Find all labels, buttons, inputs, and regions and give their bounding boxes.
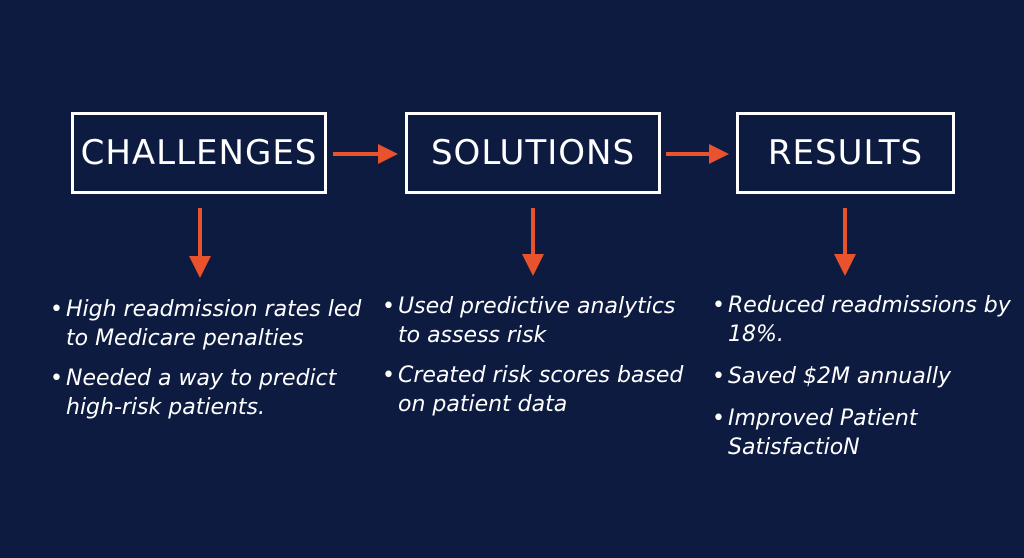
results-list: • Reduced readmissions by 18%. • Saved $…	[712, 291, 1012, 475]
bullet-dot: •	[382, 363, 395, 388]
list-item: • Improved Patient SatisfactioN	[712, 404, 1012, 462]
arrow-results-down	[834, 208, 856, 276]
arrow-challenges-down	[189, 208, 211, 278]
list-item: • Needed a way to predict high-risk pati…	[50, 364, 370, 422]
arrow-solutions-to-results	[666, 144, 729, 164]
list-item: • Reduced readmissions by 18%.	[712, 291, 1012, 349]
solutions-title: SOLUTIONS	[430, 133, 636, 173]
list-item: • Used predictive analytics to assess ri…	[382, 292, 702, 350]
arrow-solutions-down	[522, 208, 544, 276]
results-box: RESULTS	[736, 112, 955, 194]
challenges-list: • High readmission rates led to Medicare…	[50, 295, 370, 433]
challenges-box: CHALLENGES	[71, 112, 327, 194]
list-item: • Saved $2M annually	[712, 362, 1012, 391]
list-item: • Created risk scores based on patient d…	[382, 361, 702, 419]
bullet-text: Saved $2M annually	[728, 364, 951, 389]
results-title: RESULTS	[767, 133, 924, 173]
list-item: • High readmission rates led to Medicare…	[50, 295, 370, 353]
bullet-text: Used predictive analytics to assess risk	[398, 294, 676, 348]
bullet-text: Created risk scores based on patient dat…	[398, 363, 684, 417]
challenges-title: CHALLENGES	[80, 133, 318, 173]
bullet-dot: •	[712, 293, 725, 318]
bullet-text: High readmission rates led to Medicare p…	[66, 297, 362, 351]
arrow-challenges-to-solutions	[333, 144, 398, 164]
bullet-dot: •	[712, 406, 725, 431]
bullet-dot: •	[382, 294, 395, 319]
bullet-dot: •	[50, 297, 63, 322]
bullet-dot: •	[50, 366, 63, 391]
solutions-list: • Used predictive analytics to assess ri…	[382, 292, 702, 430]
bullet-dot: •	[712, 364, 725, 389]
bullet-text: Reduced readmissions by 18%.	[728, 293, 1011, 347]
solutions-box: SOLUTIONS	[405, 112, 661, 194]
bullet-text: Improved Patient SatisfactioN	[728, 406, 918, 460]
bullet-text: Needed a way to predict high-risk patien…	[66, 366, 337, 420]
